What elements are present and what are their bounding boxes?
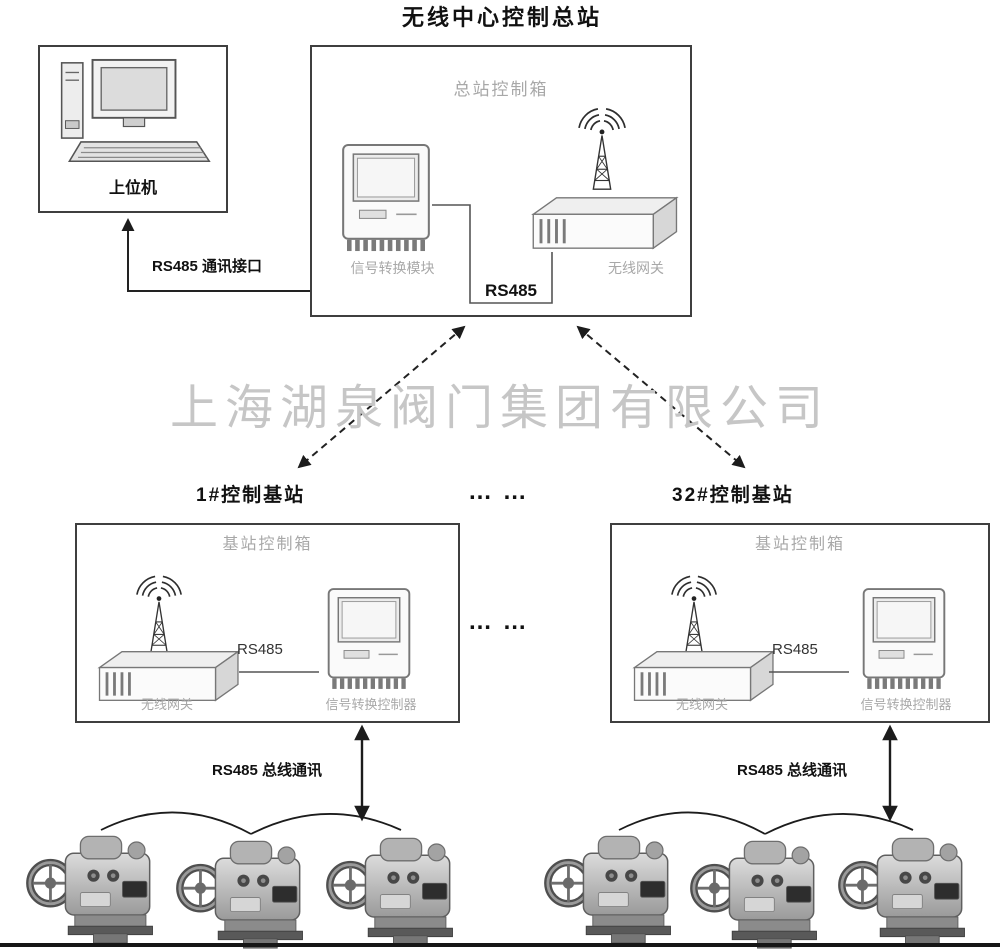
watermark-text: 上海湖泉阀门集团有限公司 <box>169 382 830 435</box>
station-32-controller-label: 信号转换控制器 <box>860 697 952 712</box>
master-station-box: 总站控制箱 信号转换模块 无线网关 RS485 <box>310 45 692 317</box>
station-1-gateway-label: 无线网关 <box>140 697 193 712</box>
bus-label-left: RS485 总线通讯 <box>212 762 323 779</box>
station-32-rs485-label: RS485 <box>772 641 818 658</box>
master-box-label: 总站控制箱 <box>453 80 549 99</box>
station-1-box-label: 基站控制箱 <box>222 536 313 553</box>
station-32-gateway-label: 无线网关 <box>675 697 728 712</box>
station-1-title: 1#控制基站 <box>196 485 306 506</box>
station-32-box-label: 基站控制箱 <box>754 536 845 553</box>
signal-module-icon <box>335 140 437 256</box>
valve-actuator-2 <box>176 832 326 949</box>
station-1-rs485-label: RS485 <box>237 641 283 658</box>
signal-controller-icon <box>321 583 417 695</box>
valve-actuator-6 <box>838 829 988 946</box>
signal-controller-icon <box>856 583 952 695</box>
master-rs485-label: RS485 <box>485 281 537 300</box>
host-computer-icon <box>52 55 216 171</box>
station-32-title: 32#控制基站 <box>672 485 794 506</box>
host-computer-label: 上位机 <box>108 180 157 197</box>
rs485-interface-line <box>121 218 310 292</box>
valve-actuator-3 <box>326 829 476 946</box>
antenna-icon <box>550 101 654 195</box>
ellipsis-top: … … <box>468 478 529 505</box>
diagram-title: 无线中心控制总站 <box>402 5 603 30</box>
rs485-interface-label: RS485 通讯接口 <box>152 258 263 275</box>
valve-actuator-5 <box>690 832 840 949</box>
bus-label-right: RS485 总线通讯 <box>737 762 848 779</box>
bottom-border-line <box>0 943 1000 947</box>
antenna-icon <box>109 569 209 659</box>
ellipsis-middle: … … <box>468 608 529 635</box>
base-station-32-box: 基站控制箱 无线网关 RS485 信号转换控制器 <box>610 523 990 723</box>
wireless-gateway-icon <box>520 193 682 253</box>
host-computer-box: 上位机 <box>38 45 228 213</box>
antenna-icon <box>644 569 744 659</box>
wireless-gateway-label: 无线网关 <box>608 260 664 276</box>
signal-module-label: 信号转换模块 <box>350 260 435 276</box>
base-station-1-box: 基站控制箱 无线网关 RS485 信号转换控制器 <box>75 523 460 723</box>
valve-actuator-1 <box>26 827 176 944</box>
valve-actuator-4 <box>544 827 694 944</box>
wireless-link-right <box>576 325 746 469</box>
wireless-link-left <box>297 325 466 469</box>
station-1-controller-label: 信号转换控制器 <box>325 697 417 712</box>
